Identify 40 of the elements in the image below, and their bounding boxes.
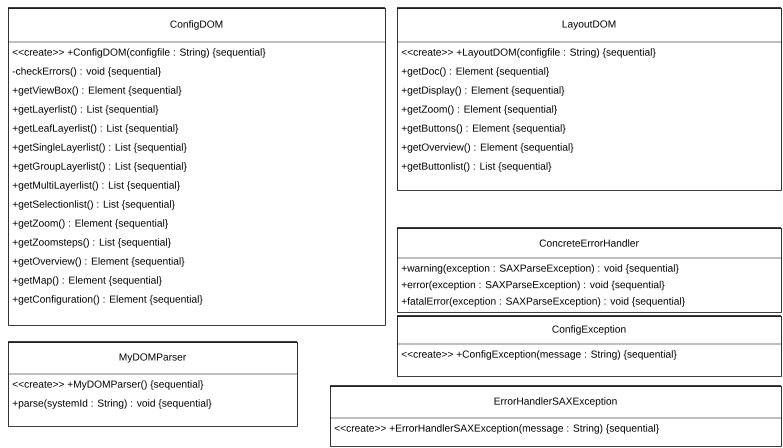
class-name: ConfigDOM	[170, 20, 222, 30]
method-text: +getZoom() : Element {sequential}	[12, 219, 168, 229]
class-box	[8, 341, 298, 427]
class-name: LayoutDOM	[562, 20, 616, 30]
class-box	[330, 385, 782, 447]
method-text: +getViewBox() : Element {sequential}	[12, 86, 182, 96]
method-text: -checkErrors() : void {sequential}	[12, 67, 161, 77]
method-text: +getButtonlist() : List {sequential}	[402, 162, 552, 172]
method-text: +getSingleLayerlist() : List {sequential}	[12, 143, 187, 153]
method-text: +getConfiguration() : Element {sequential}	[12, 295, 203, 305]
method-text: +getLeafLayerlist() : List {sequential}	[12, 124, 178, 134]
method-text: +fatalError(exception : SAXParseException) : void {sequential}	[402, 297, 685, 307]
method-text: <<create>> +LayoutDOM(configfile : String) {sequential}	[402, 48, 656, 58]
method-text: +getButtons() : Element {sequential}	[402, 124, 566, 134]
class-name: ConfigException	[552, 325, 626, 335]
method-text: +getSelectionlist() : List {sequential}	[12, 200, 175, 210]
method-text: +getZoom() : Element {sequential}	[402, 105, 558, 115]
method-text: +getLayerlist() : List {sequential}	[12, 105, 158, 115]
method-text: +getDoc() : Element {sequential}	[402, 67, 550, 77]
method-text: +getDisplay() : Element {sequential}	[402, 86, 564, 96]
method-text: <<create>> +ErrorHandlerSAXException(message : String) {sequential}	[334, 424, 659, 434]
class-name: MyDOMParser	[120, 353, 186, 363]
class-name: ErrorHandlerSAXException	[494, 397, 617, 407]
method-text: +getZoomsteps() : List {sequential}	[12, 238, 171, 248]
method-text: +warning(exception : SAXParseException) : void {sequential}	[402, 264, 679, 274]
method-text: +getOverview() : Element {sequential}	[402, 143, 574, 153]
method-text: +getOverview() : Element {sequential}	[12, 257, 184, 267]
method-text: +error(exception : SAXParseException) : void {sequential}	[402, 280, 665, 290]
class-name: ConcreteErrorHandler	[540, 239, 639, 247]
class-box	[396, 315, 782, 377]
method-text: +getGroupLayerlist() : List {sequential}	[12, 162, 187, 172]
class-box	[396, 227, 782, 313]
method-text: <<create>> +MyDOMParser() {sequential}	[12, 380, 204, 390]
method-text: +parse(systemId : String) : void {sequential}	[12, 399, 212, 409]
method-text: +getMultiLayerlist() : List {sequential}	[12, 181, 180, 191]
method-text: +getMap() : Element {sequential}	[12, 276, 162, 286]
class-box	[396, 7, 782, 191]
method-text: <<create>> +ConfigException(message : String) {sequential}	[402, 350, 677, 360]
method-text: <<create>> +ConfigDOM(configfile : String) {sequential}	[12, 48, 266, 58]
class-box	[8, 7, 386, 326]
